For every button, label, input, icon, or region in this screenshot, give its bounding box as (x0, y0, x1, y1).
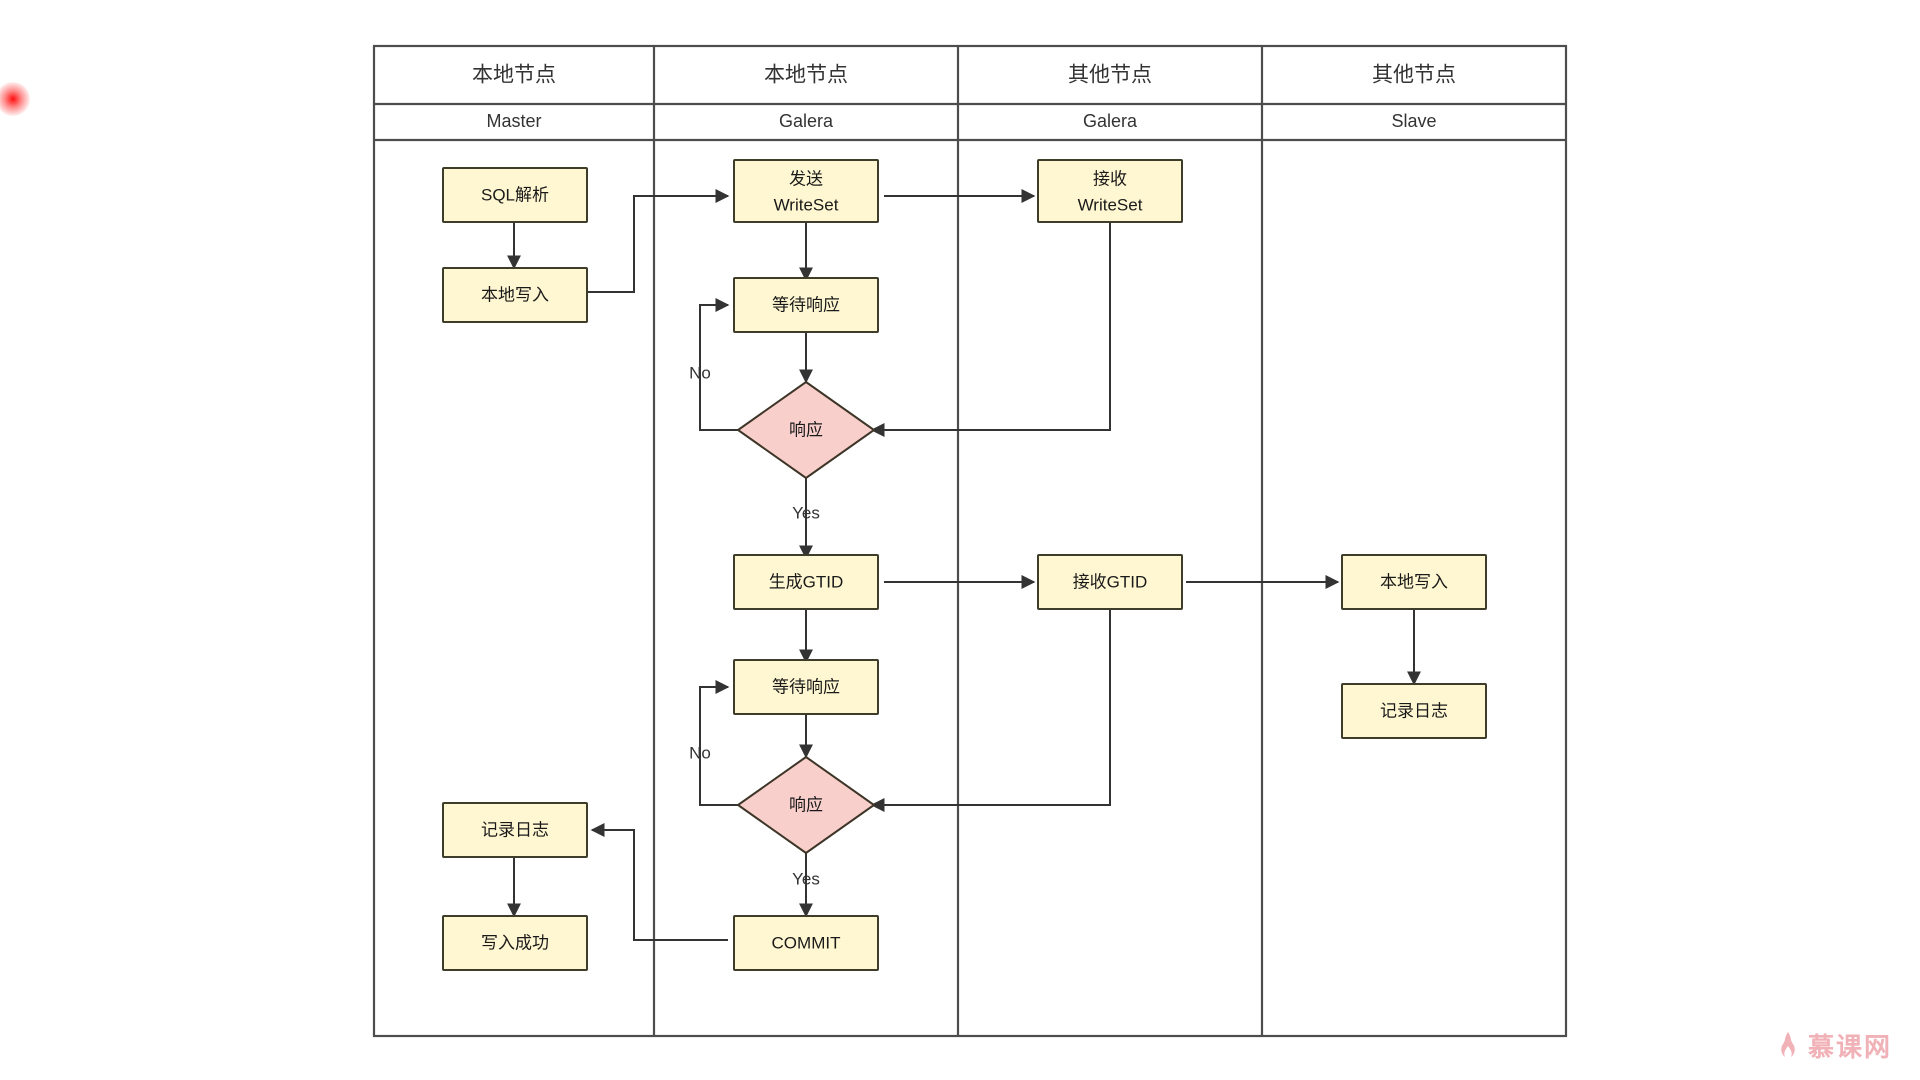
cursor-highlight (0, 82, 30, 116)
node-wait-2[interactable]: 等待响应 (733, 659, 879, 715)
edge-commit-to-master-log (590, 823, 728, 941)
edge-label-yes-1: Yes (792, 503, 820, 522)
node-label-recv-gtid: 接收GTID (1073, 572, 1148, 591)
watermark-text: 慕课网 (1807, 1033, 1892, 1063)
lane-subtitle-2: Galera (1083, 111, 1138, 131)
node-slave-write[interactable]: 本地写入 (1341, 554, 1487, 610)
lane-header-2: 其他节点 Galera (1068, 64, 1152, 131)
node-label-master-log: 记录日志 (481, 820, 549, 839)
flame-icon (1781, 1031, 1795, 1057)
node-slave-log[interactable]: 记录日志 (1341, 683, 1487, 739)
node-resp-1[interactable]: 响应 (736, 380, 876, 480)
edge-resp-2-no-to-wait-2 (699, 680, 740, 806)
lane-title-3: 其他节点 (1372, 64, 1456, 87)
lane-subtitle-3: Slave (1391, 111, 1436, 131)
node-label-write-ok: 写入成功 (481, 933, 549, 952)
node-label-resp-2: 响应 (789, 795, 823, 814)
node-wait-1[interactable]: 等待响应 (733, 277, 879, 333)
node-label-gen-gtid: 生成GTID (769, 572, 844, 591)
edge-layer (507, 189, 1421, 941)
node-recv-gtid[interactable]: 接收GTID (1037, 554, 1183, 610)
swimlane-frame (372, 44, 1568, 1038)
node-commit[interactable]: COMMIT (733, 915, 879, 971)
lane-title-0: 本地节点 (472, 64, 556, 87)
node-label-send-ws-line1: 发送 (789, 169, 823, 188)
node-gen-gtid[interactable]: 生成GTID (733, 554, 879, 610)
edge-recv-gtid-to-resp-2 (870, 608, 1111, 812)
node-label-slave-log: 记录日志 (1380, 701, 1448, 720)
edge-label-no-1: No (689, 363, 711, 382)
node-label-wait-2: 等待响应 (772, 677, 840, 696)
node-label-resp-1: 响应 (789, 420, 823, 439)
node-write-ok[interactable]: 写入成功 (442, 915, 588, 971)
node-resp-2[interactable]: 响应 (736, 755, 876, 855)
lane-header-3: 其他节点 Slave (1372, 64, 1456, 131)
lane-header-1: 本地节点 Galera (764, 64, 848, 131)
edge-resp-1-no-to-wait-1 (699, 298, 740, 431)
node-send-ws[interactable]: 发送 WriteSet (733, 159, 879, 223)
node-local-write[interactable]: 本地写入 (442, 267, 588, 323)
node-label-sql-parse: SQL解析 (481, 185, 549, 204)
node-label-wait-1: 等待响应 (772, 295, 840, 314)
edge-label-yes-2: Yes (792, 869, 820, 888)
edge-recv-ws-to-resp-1 (870, 222, 1111, 437)
node-master-log[interactable]: 记录日志 (442, 802, 588, 858)
node-sql-parse[interactable]: SQL解析 (442, 167, 588, 223)
lane-header-0: 本地节点 Master (472, 64, 556, 131)
node-label-send-ws-line2: WriteSet (774, 195, 839, 214)
edge-label-no-2: No (689, 743, 711, 762)
watermark: 慕课网 (1775, 1027, 1892, 1064)
node-label-recv-ws-line2: WriteSet (1078, 195, 1143, 214)
lane-subtitle-1: Galera (779, 111, 834, 131)
node-label-commit: COMMIT (772, 933, 841, 952)
node-recv-ws[interactable]: 接收 WriteSet (1037, 159, 1183, 223)
lane-subtitle-0: Master (486, 111, 541, 131)
edge-local-write-to-send-ws (588, 189, 730, 293)
node-label-recv-ws-line1: 接收 (1093, 169, 1127, 188)
node-label-local-write: 本地写入 (481, 285, 549, 304)
node-label-slave-write: 本地写入 (1380, 572, 1448, 591)
lane-title-2: 其他节点 (1068, 64, 1152, 87)
lane-title-1: 本地节点 (764, 64, 848, 87)
